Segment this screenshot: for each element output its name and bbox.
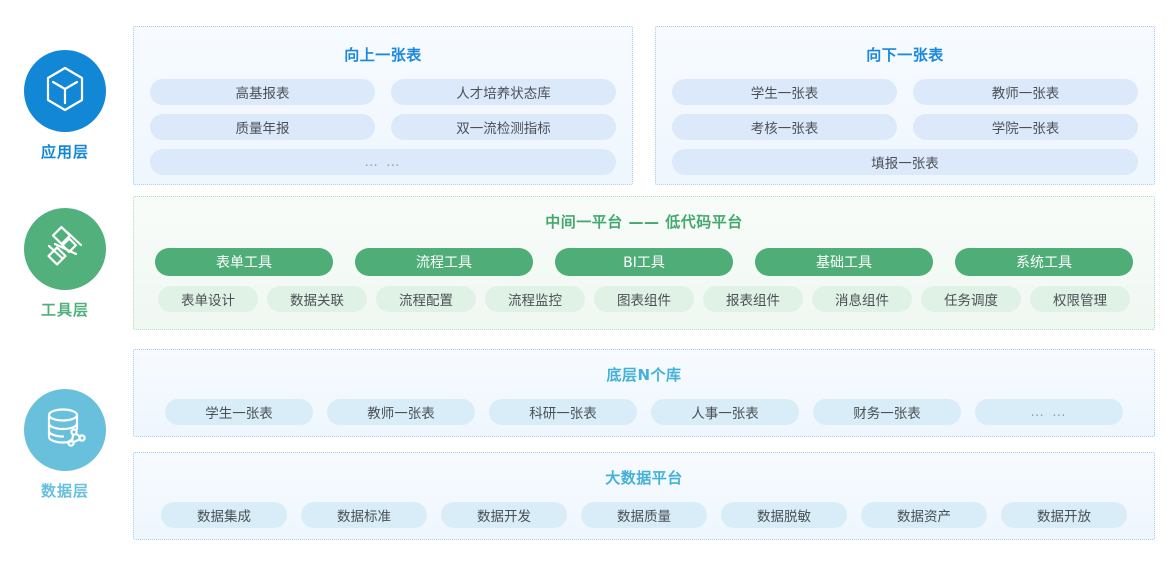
bigdata-pill-development[interactable]: 数据开发: [441, 502, 567, 528]
pill-xuesheng-yizhangbiao[interactable]: 学生一张表: [672, 79, 897, 105]
tool-component-row: 表单设计 数据关联 流程配置 流程监控 图表组件 报表组件 消息组件 任务调度 …: [134, 286, 1154, 312]
component-pill-process-monitor[interactable]: 流程监控: [485, 286, 585, 312]
pill-kaohe-yizhangbiao[interactable]: 考核一张表: [672, 114, 897, 140]
bigdata-pill-integration[interactable]: 数据集成: [161, 502, 287, 528]
bigdata-pill-standard[interactable]: 数据标准: [301, 502, 427, 528]
bigdata-pill-row: 数据集成 数据标准 数据开发 数据质量 数据脱敏 数据资产 数据开放: [134, 502, 1154, 528]
panel-downward-table: 向下一张表 学生一张表 教师一张表 考核一张表 学院一张表 填报一张表: [655, 26, 1155, 185]
component-pill-chart[interactable]: 图表组件: [594, 286, 694, 312]
panel-bigdata-platform: 大数据平台 数据集成 数据标准 数据开发 数据质量 数据脱敏 数据资产 数据开放: [133, 452, 1155, 540]
pill-jiaoshi-yizhangbiao[interactable]: 教师一张表: [913, 79, 1138, 105]
panel-upward-table: 向上一张表 高基报表 人才培养状态库 质量年报 双一流检测指标 … …: [133, 26, 633, 185]
downward-table-row-2: 考核一张表 学院一张表: [656, 114, 1154, 140]
component-pill-report[interactable]: 报表组件: [703, 286, 803, 312]
pill-gaoji-baobiao[interactable]: 高基报表: [150, 79, 375, 105]
database-pill-row: 学生一张表 教师一张表 科研一张表 人事一张表 财务一张表 … …: [134, 399, 1154, 425]
layer-rail: 应用层 工具层: [0, 0, 130, 563]
layer-label-data: 数据层: [40, 482, 89, 500]
pill-more-upward[interactable]: … …: [150, 149, 616, 175]
panel-title-downward-table: 向下一张表: [866, 46, 944, 64]
nodes-icon: [42, 224, 88, 274]
upward-table-row-2: 质量年报 双一流检测指标: [134, 114, 632, 140]
bigdata-pill-masking[interactable]: 数据脱敏: [721, 502, 847, 528]
tool-layer-circle: [24, 208, 106, 290]
pill-shuangyiliu-zhibiao[interactable]: 双一流检测指标: [391, 114, 616, 140]
upward-table-row-1: 高基报表 人才培养状态库: [134, 79, 632, 105]
panel-title-bigdata-platform: 大数据平台: [605, 469, 683, 487]
upward-table-row-3: … …: [134, 149, 632, 175]
layer-label-tool: 工具层: [40, 301, 89, 319]
cube-icon: [43, 65, 87, 117]
tool-pill-process[interactable]: 流程工具: [355, 248, 533, 276]
layer-badge-application: 应用层: [0, 50, 130, 162]
panel-title-database-layer: 底层N个库: [606, 366, 682, 384]
db-pill-research[interactable]: 科研一张表: [489, 399, 637, 425]
layer-label-application: 应用层: [40, 143, 89, 161]
panel-tool-layer: 中间一平台 —— 低代码平台 表单工具 流程工具 BI工具 基础工具 系统工具 …: [133, 196, 1155, 330]
bigdata-pill-openness[interactable]: 数据开放: [1001, 502, 1127, 528]
pill-tianbao-yizhangbiao[interactable]: 填报一张表: [672, 149, 1138, 175]
layer-badge-data: 数据层: [0, 389, 130, 501]
pill-rencai-peiyang[interactable]: 人才培养状态库: [391, 79, 616, 105]
tool-pill-basic[interactable]: 基础工具: [755, 248, 933, 276]
application-layer-circle: [24, 50, 106, 132]
tool-pill-form[interactable]: 表单工具: [155, 248, 333, 276]
data-layer-circle: [24, 389, 106, 471]
database-icon: [42, 404, 88, 456]
bigdata-pill-quality[interactable]: 数据质量: [581, 502, 707, 528]
tool-pill-row: 表单工具 流程工具 BI工具 基础工具 系统工具: [134, 248, 1154, 276]
layer-badge-tool: 工具层: [0, 208, 130, 320]
db-pill-hr[interactable]: 人事一张表: [651, 399, 799, 425]
panel-title-upward-table: 向上一张表: [344, 46, 422, 64]
component-pill-message[interactable]: 消息组件: [812, 286, 912, 312]
component-pill-form-design[interactable]: 表单设计: [158, 286, 258, 312]
pill-xueyuan-yizhangbiao[interactable]: 学院一张表: [913, 114, 1138, 140]
downward-table-row-3: 填报一张表: [656, 149, 1154, 175]
tool-pill-bi[interactable]: BI工具: [555, 248, 733, 276]
component-pill-data-relation[interactable]: 数据关联: [267, 286, 367, 312]
db-pill-more[interactable]: … …: [975, 399, 1123, 425]
db-pill-teacher[interactable]: 教师一张表: [327, 399, 475, 425]
bigdata-pill-asset[interactable]: 数据资产: [861, 502, 987, 528]
db-pill-student[interactable]: 学生一张表: [165, 399, 313, 425]
component-pill-process-config[interactable]: 流程配置: [376, 286, 476, 312]
downward-table-row-1: 学生一张表 教师一张表: [656, 79, 1154, 105]
component-pill-task-schedule[interactable]: 任务调度: [921, 286, 1021, 312]
tool-pill-system[interactable]: 系统工具: [955, 248, 1133, 276]
panel-title-tool-layer: 中间一平台 —— 低代码平台: [545, 213, 743, 231]
component-pill-permission[interactable]: 权限管理: [1030, 286, 1130, 312]
db-pill-finance[interactable]: 财务一张表: [813, 399, 961, 425]
panel-database-layer: 底层N个库 学生一张表 教师一张表 科研一张表 人事一张表 财务一张表 … …: [133, 349, 1155, 437]
pill-zhiliang-nianbao[interactable]: 质量年报: [150, 114, 375, 140]
